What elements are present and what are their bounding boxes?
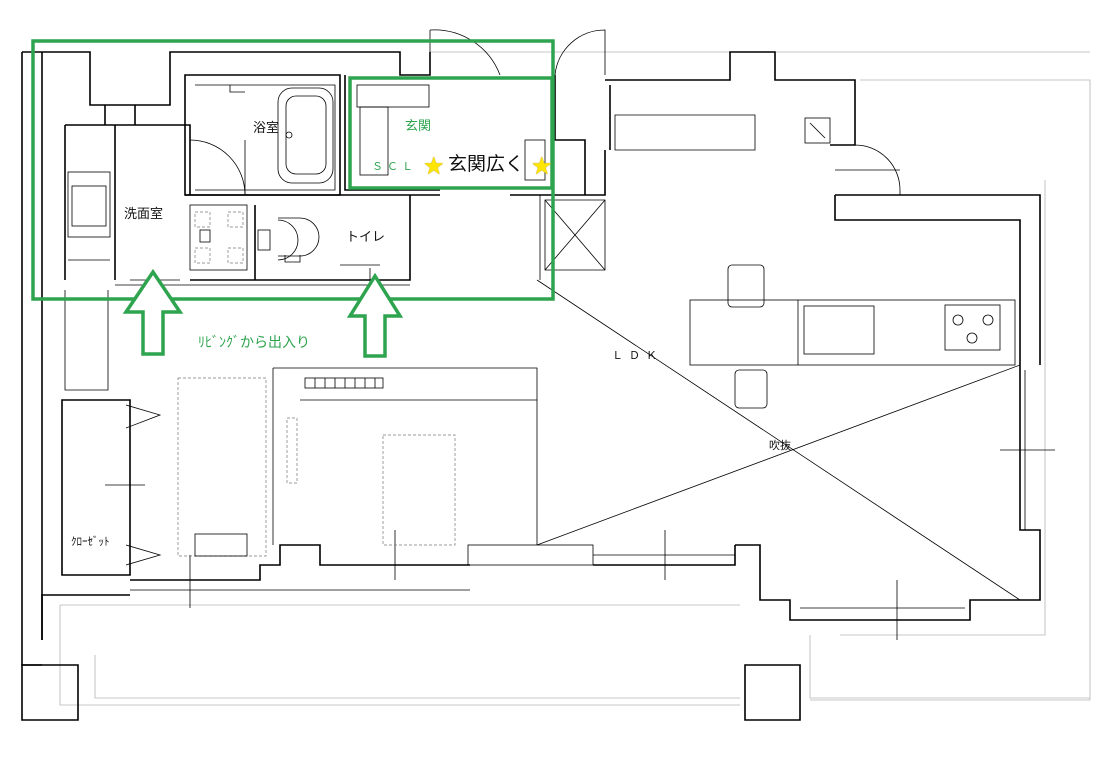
entrance-label: 玄関 <box>405 119 432 134</box>
star-icon: ★ <box>531 152 553 180</box>
ldk-label: ＬＤＫ <box>612 349 663 362</box>
washroom-label: 洗面室 <box>124 207 164 222</box>
up-arrow-icon <box>346 272 404 358</box>
up-arrow-icon <box>122 268 184 356</box>
star-icon: ★ <box>423 152 445 180</box>
entry-from-living-note: ﾘﾋﾞﾝｸﾞから出入り <box>198 335 310 351</box>
bathroom-label: 浴室 <box>253 121 280 136</box>
toilet-label: トイレ <box>346 230 386 245</box>
entrance-wider-note: 玄関広く <box>448 153 525 175</box>
outer-guides <box>59 51 1091 706</box>
walls <box>21 29 1055 721</box>
entrance-outline <box>348 76 554 190</box>
green-highlights <box>31 39 555 358</box>
void-label: 吹抜 <box>769 439 791 452</box>
closet-label: ｸﾛｰｾﾞｯﾄ <box>71 535 110 548</box>
scl-label: ＳＣＬ <box>372 160 417 173</box>
